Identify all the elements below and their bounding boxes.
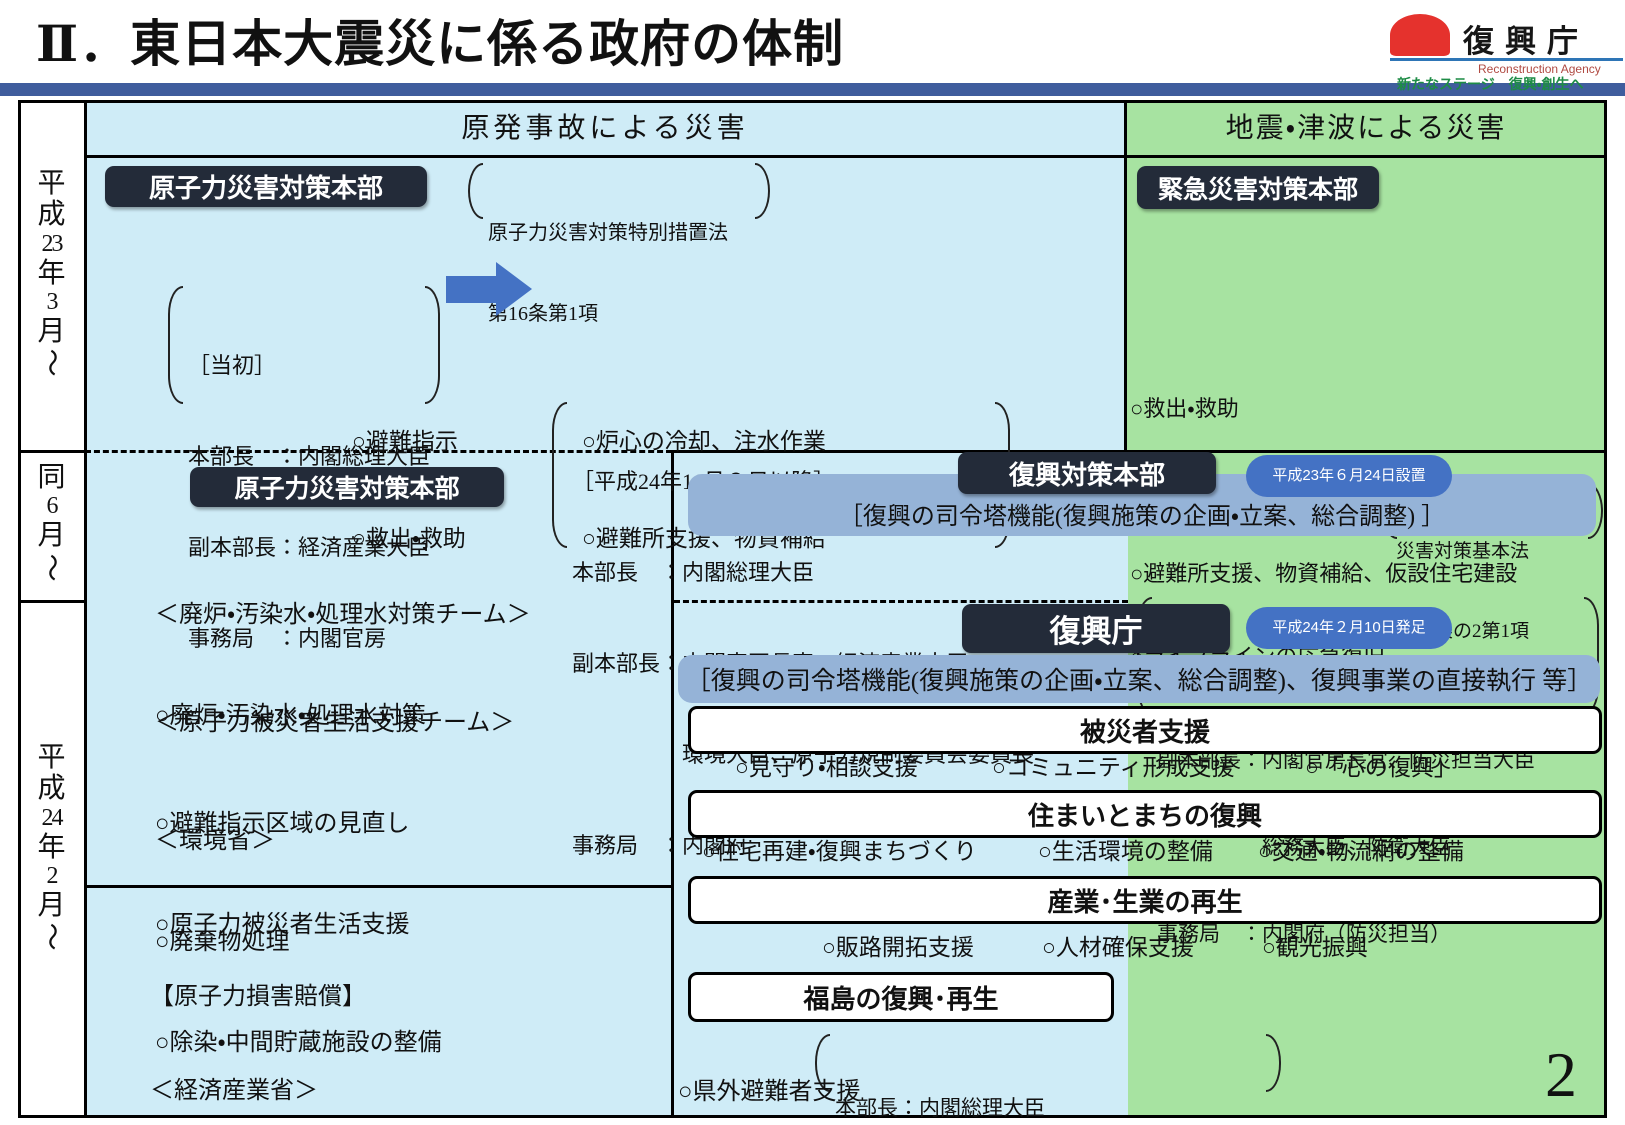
logo-tagline: 新たなステージ 復興・創生へ: [1397, 78, 1584, 93]
victim-support-item-2: ○コミュニティ形成支援: [992, 755, 1235, 780]
timeline-h24-2: 平 成 24 年 2 月 〜: [36, 742, 68, 951]
date-row1-border: [18, 450, 85, 453]
nuclear-team-decommissioning: ＜廃炉・汚染水・処理水対策チーム＞ ○廃炉・汚染水・処理水対策: [155, 602, 531, 729]
header-bottom-border: [85, 155, 1607, 158]
row1-column-border: [1124, 100, 1127, 450]
table-outer-border: [18, 100, 1607, 1118]
recovery-hq-badge: 平成23年６月24日設置: [1246, 455, 1452, 497]
transition-arrow-head-icon: [496, 262, 532, 316]
industry-item-3: ○観光振興: [1262, 935, 1368, 960]
reconstruction-agency-badge: 平成24年２月10日発足: [1246, 607, 1452, 649]
recovery-hq-members: 本部長：内閣総理大臣 副本部長：内閣官房長官、復興対策担当大臣: [815, 1034, 1281, 1120]
victim-support-item-3: ○「心の復興」: [1305, 755, 1457, 780]
compensation-cell: 【原子力損害賠償】 ＜経済産業省＞ ○東京電力の指導 ＜文部科学省＞ ○賠償状況…: [150, 920, 596, 1125]
section-fukushima-banner: 福島の復興･再生: [688, 972, 1114, 1022]
date-row2-border: [18, 600, 85, 603]
nuclear-team-environment: ＜環境省＞ ○廃棄物処理 ○除染・中間貯蔵施設の整備 ○モニタリング: [155, 828, 442, 1056]
logo-agency-name: 復興庁: [1463, 24, 1589, 59]
reconstruction-agency-banner: ［復興の司令塔機能(復興施策の企画・立案、総合調整)、復興事業の直接執行 等］: [678, 655, 1600, 703]
victim-support-item-1: ○見守り・相談支援: [735, 755, 918, 780]
emergency-hq-box: 緊急災害対策本部: [1137, 166, 1379, 209]
agency-top-dashed-line: [674, 600, 1128, 603]
header-nuclear-disaster: 原発事故による災害: [461, 112, 749, 143]
reconstruction-agency-box: 復興庁: [962, 604, 1230, 653]
housing-item-2: ○生活環境の整備: [1038, 839, 1213, 864]
housing-item-1: ○住宅再建・復興まちづくり: [702, 839, 977, 864]
lower-quake-bg: [1128, 450, 1607, 1118]
transition-arrow-icon: [446, 276, 496, 303]
logo-sun-icon: [1390, 14, 1450, 56]
header-quake-tsunami: 地震・津波による災害: [1225, 112, 1507, 143]
industry-item-2: ○人材確保支援: [1042, 935, 1194, 960]
recovery-top-border: [672, 450, 1607, 453]
nuclear-hq-items-left: ○避難指示 ○救出・救助: [352, 429, 466, 551]
recovery-hq-box: 復興対策本部: [958, 452, 1216, 494]
title-underline-bar: [0, 83, 1625, 96]
section-victim-support-banner: 被災者支援: [688, 706, 1602, 754]
page-number: 2: [1545, 1039, 1577, 1110]
header-quake-bg: [1125, 100, 1607, 155]
agency-logo: 復興庁 Reconstruction Agency 新たなステージ 復興・創生へ: [1385, 2, 1623, 93]
nuclear-hq-law-note: 原子力災害対策特別措置法 第16条第1項: [468, 163, 770, 325]
logo-agency-name-en: Reconstruction Agency: [1478, 62, 1601, 76]
industry-item-1: ○販路開拓支援: [822, 935, 974, 960]
section-housing-town-banner: 住まいとまちの復興: [688, 790, 1602, 838]
nuclear-hq-initial-members: ［当初］ 本部長 ：内閣総理大臣 副本部長：経済産業大臣 事務局 ：内閣官房: [168, 286, 440, 651]
header-nuclear-bg: [85, 100, 1125, 155]
housing-item-3: ○交通・物流網の整備: [1258, 839, 1464, 864]
fukushima-items: ○県外避難者支援 ○特定復興再生拠点の整備 ○福島イノベーション・コースト構想 …: [678, 1078, 861, 1105]
timeline-6: 同 6 月 〜: [36, 462, 68, 582]
date-column-border: [84, 100, 87, 1118]
page-title: Ⅱ．東日本大震災に係る政府の体制: [36, 16, 845, 72]
lower-column-border: [671, 450, 674, 1118]
compensation-top-border: [85, 885, 672, 888]
nuclear-hq-box-2: 原子力災害対策本部: [190, 467, 504, 507]
nuclear-hq-box-1: 原子力災害対策本部: [105, 166, 427, 207]
section-industry-banner: 産業･生業の再生: [688, 876, 1602, 924]
timeline-h23-3: 平 成 23 年 3 月 〜: [36, 168, 68, 377]
row1-bottom-dashed-line: [85, 450, 672, 453]
nuclear-team-victim-support: ＜原子力被災者生活支援チーム＞ ○避難指示区域の見直し ○原子力被災者生活支援: [155, 710, 515, 938]
compensation-heading: 【原子力損害賠償】: [150, 984, 366, 1011]
logo-rule: [1390, 58, 1623, 61]
